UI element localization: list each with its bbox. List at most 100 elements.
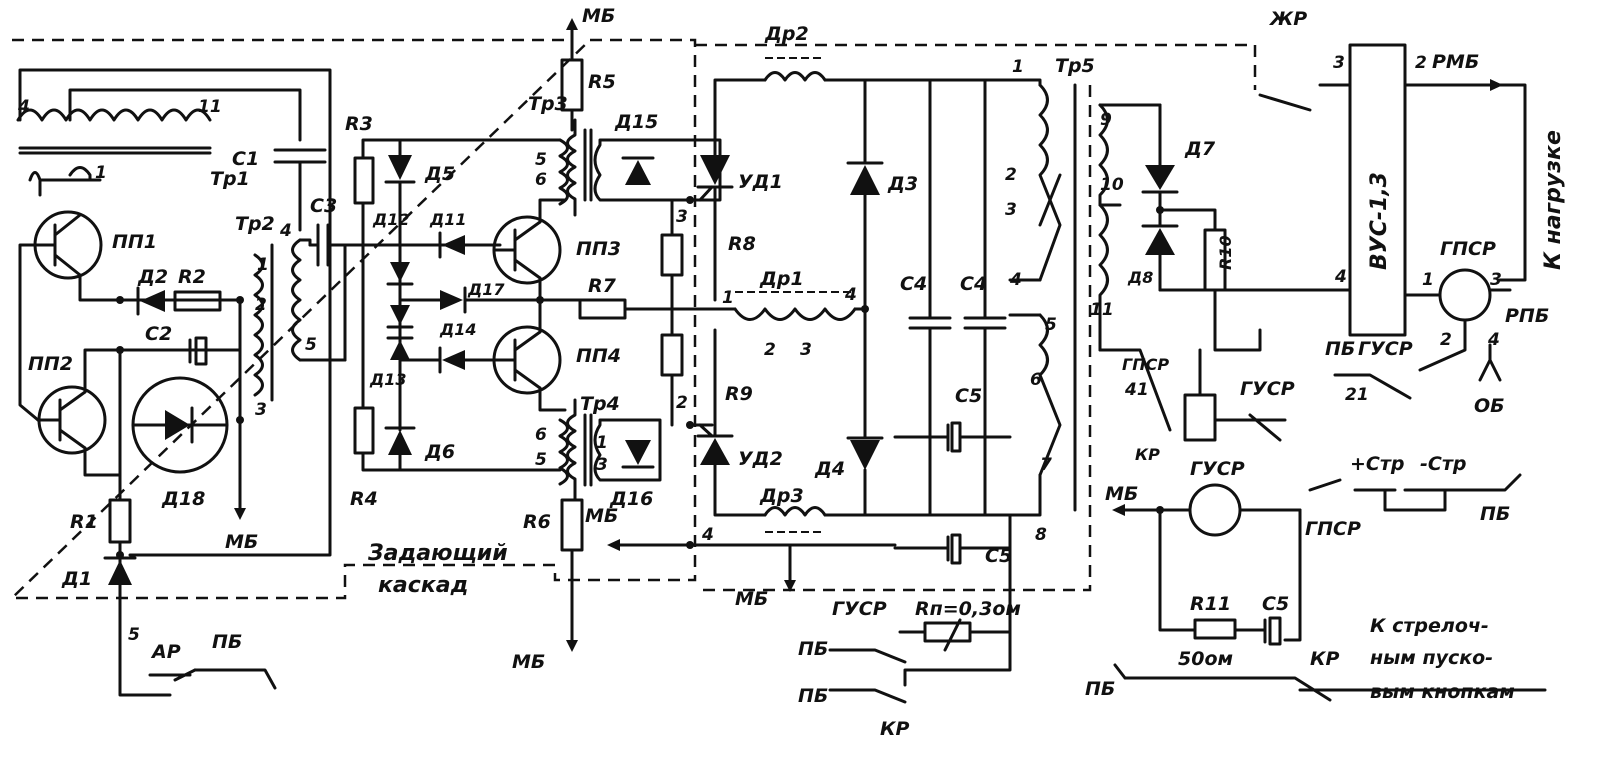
zener-d18 [131,376,229,474]
kr-label-1: КР [880,718,910,740]
load-label: К нагрузке [1541,130,1566,270]
rp-label: Rп=0,3ом [915,598,1021,620]
c4p-label: С4' [900,273,933,295]
svg-text:2: 2 [255,295,267,315]
svg-text:4: 4 [1334,267,1347,287]
tr3-label: Тр3 [528,93,568,115]
svg-text:3: 3 [1005,200,1017,220]
r11-value-label: 50ом [1178,648,1233,670]
svg-text:1: 1 [257,255,269,275]
tr2-windings [253,238,302,402]
gusr-contact-label-1: ГУСР [832,598,887,620]
mb-label-rectifier: МБ [585,505,618,527]
r4-label: R4 [350,488,378,510]
resistor-r4 [353,406,375,455]
svg-text:1: 1 [722,288,734,308]
resistor-r8 [660,233,684,277]
dr2-label: Др2 [764,23,809,45]
mb-label-1: МБ [225,531,258,553]
r10-label: R10 [1216,235,1235,270]
d6-label: Д6 [424,441,455,463]
gpsr-contact-label: ГПСР [1305,518,1361,540]
gusr-generator [1188,483,1242,537]
resistor-r2 [173,290,222,312]
svg-text:41: 41 [1124,380,1149,400]
transistor-pp2 [36,385,107,455]
r5-label: R5 [588,71,616,93]
capacitor-c2 [273,148,327,232]
svg-text:5: 5 [305,335,317,355]
r8-label: R8 [728,233,756,255]
svg-text:4: 4 [279,221,292,241]
d11-label: Д11 [429,210,467,229]
master-stage-label-2: каскад [378,573,468,598]
capacitor-c3 [308,223,502,267]
pp1-label: ПП1 [112,231,157,253]
dr1-label: Др1 [759,268,804,290]
diode-d8 [1141,224,1179,255]
d15-label: Д15 [614,111,658,133]
svg-text:6: 6 [535,170,547,190]
resistor-rp [923,621,972,643]
svg-text:3: 3 [1333,53,1345,73]
svg-text:5: 5 [128,625,140,645]
d7-label: Д7 [1184,138,1216,160]
c5p-label: С5' [955,385,988,407]
mb-label-top: МБ [582,5,615,27]
d8-label: Д8 [1127,268,1153,287]
capacitor-c5-prime [893,421,1012,453]
svg-text:4: 4 [844,285,857,305]
tr3-windings [558,118,593,217]
rmb-label: РМБ [1432,51,1479,73]
capacitor-c1 [188,336,208,366]
diode-d3 [846,161,884,195]
pb-label-5: ПБ [1085,678,1115,700]
ud2-label: УД2 [738,448,783,470]
start-buttons-label-1: К стрелоч- [1370,615,1489,637]
svg-text:7: 7 [1040,455,1052,475]
svg-text:21: 21 [1345,385,1369,405]
rectifier-enclosure [695,43,1257,592]
diode-d16 [621,440,655,469]
master-stage-label-1: Задающий [367,541,508,566]
choke-dr3 [763,506,827,533]
svg-text:6: 6 [535,425,547,445]
choke-dr1 [733,291,857,321]
svg-text:3: 3 [800,340,812,360]
svg-text:3: 3 [255,400,267,420]
pp4-label: ПП4 [576,345,621,367]
d1-label: Д1 [61,568,92,590]
svg-text:5: 5 [1045,315,1057,335]
zhr-contact [1258,93,1312,112]
mb-label-4: МБ [735,588,768,610]
resistor-r3 [353,156,375,205]
gusr-relay-coil [1183,393,1217,442]
svg-text:1: 1 [1422,270,1434,290]
r1-label: R1 [70,511,98,533]
resistor-r1 [108,498,132,544]
c5-right-label: С5 [1262,593,1289,615]
diode-d2 [136,286,165,316]
d12-label: Д12 [372,210,410,229]
svg-text:6: 6 [1030,370,1042,390]
diode-bridge [386,198,582,432]
d18-label: Д18 [161,488,205,510]
resistor-r9 [660,333,684,377]
master-stage-enclosure [8,38,697,600]
svg-text:9: 9 [1100,110,1112,130]
str-minus-label: -Стр [1420,453,1466,475]
pp2-label: ПП2 [28,353,73,375]
svg-text:3: 3 [1490,270,1502,290]
gusr-machine-label: ГУСР [1190,458,1245,480]
tr1-winding [16,68,332,557]
zhr-label: ЖР [1268,8,1307,30]
c1-label: С2 [145,323,172,345]
transistor-pp4 [492,325,562,395]
pb-label-3: ПБ [798,685,828,707]
svg-text:2: 2 [1005,165,1017,185]
feedback-winding [28,166,102,197]
resistor-r6 [560,498,584,552]
d2-label: Д2 [137,266,168,288]
svg-text:2: 2 [1440,330,1452,350]
